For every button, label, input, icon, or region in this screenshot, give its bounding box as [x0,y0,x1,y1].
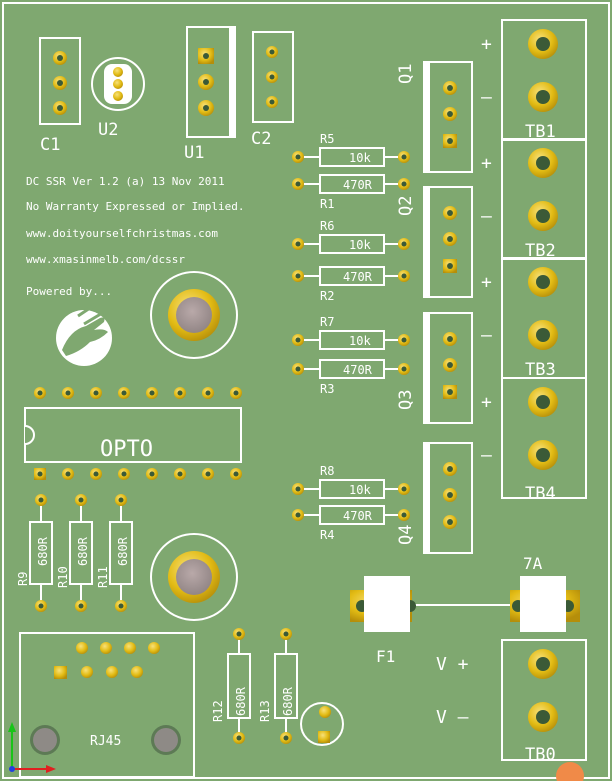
terminal-minus: – [481,87,492,108]
resistor-label: R4 [320,528,334,542]
c1-label: C1 [40,135,60,155]
resistor-label: R6 [320,219,334,233]
q1-label: Q1 [396,64,416,84]
resistor-pair-1: 10k R5 470R R1 [292,132,410,211]
terminal-label: TB0 [525,745,556,765]
r9-value: 680R [36,536,50,566]
r12-value: 680R [234,686,248,716]
terminal-label: TB3 [525,360,556,380]
c2-label: C2 [251,129,271,149]
resistor-label: R7 [320,315,334,329]
rj45-label: RJ45 [90,734,121,749]
fuse-f1: F1 7A [350,554,580,666]
capacitor-c2: C2 [251,31,294,149]
silk-powered-by: Powered by... [26,285,112,298]
powered-by-logo [56,302,112,366]
terminal-plus: + [481,272,492,293]
resistor-value: 10k [349,238,371,252]
silk-version: DC SSR Ver 1.2 (a) 13 Nov 2011 [26,175,225,188]
transistor-q2: Q2 [396,186,473,298]
fuse-rating: 7A [523,554,543,573]
transistor-q1: Q1 [396,61,473,173]
resistor-value: 470R [343,270,373,284]
capacitor-c1: C1 [39,37,81,155]
corner-marker [556,762,584,781]
silk-text-block: DC SSR Ver 1.2 (a) 13 Nov 2011 No Warran… [26,175,245,298]
terminal-label: TB1 [525,122,556,142]
resistor-value: 10k [349,334,371,348]
silk-warranty: No Warranty Expressed or Implied. [26,200,245,213]
rj45-connector: RJ45 [19,632,195,778]
resistor-label: R3 [320,382,334,396]
u2-label: U2 [98,120,118,140]
q2-label: Q2 [396,196,416,216]
resistor-pair-4: 10k R8 470R R4 [292,464,410,542]
mounting-hole-top [150,271,238,359]
r13-label: R13 [258,700,272,722]
resistor-r10: 680R R10 [56,494,93,612]
resistor-value: 470R [343,509,373,523]
r10-value: 680R [76,536,90,566]
r12-label: R12 [211,700,225,722]
transistor-q3: Q3 [396,312,473,424]
q3-label: Q3 [396,390,416,410]
silk-url-2: www.xmasinmelb.com/dcssr [26,253,185,266]
resistor-r9: 680R R9 [16,494,53,612]
resistor-value: 10k [349,151,371,165]
u1-label: U1 [184,143,204,163]
r11-value: 680R [116,536,130,566]
opto-ic: OPTO [24,387,242,480]
terminal-block-tb4: TB4 + – [481,377,587,504]
resistor-label: R1 [320,197,334,211]
opto-label: OPTO [100,437,153,462]
resistor-pair-3: 10k R7 470R R3 [292,315,410,396]
terminal-minus: – [481,445,492,466]
mounting-hole-bottom [150,533,238,621]
r9-label: R9 [16,572,30,586]
resistor-label: R8 [320,464,334,478]
resistor-label: R2 [320,289,334,303]
terminal-block-tb0: TB0 V + V – [436,639,587,765]
terminal-minus: V – [436,707,469,728]
r11-label: R11 [96,566,110,588]
terminal-label: TB4 [525,484,556,504]
terminal-block-tb2: TB2 + – [481,138,587,261]
regulator-u1: U1 [184,26,236,163]
transistor-q4: Q4 [396,442,473,554]
terminal-minus: – [481,206,492,227]
resistor-r12: 680R R12 [211,628,251,744]
r10-label: R10 [56,566,70,588]
resistor-r11: 680R R11 [96,494,133,612]
resistor-value: 10k [349,483,371,497]
terminal-label: TB2 [525,241,556,261]
r13-value: 680R [281,686,295,716]
resistor-label: R5 [320,132,334,146]
resistor-r13: 680R R13 [258,628,298,744]
resistor-pair-2: 10k R6 470R R2 [292,219,410,303]
terminal-plus: + [481,153,492,174]
origin-axes-icon [8,722,56,773]
terminal-minus: – [481,325,492,346]
led [300,702,344,746]
terminal-plus: + [481,34,492,55]
regulator-u2: U2 [91,57,145,140]
terminal-plus: V + [436,654,469,675]
q4-label: Q4 [396,525,416,545]
terminal-plus: + [481,392,492,413]
silk-url-1: www.doityourselfchristmas.com [26,227,218,240]
fuse-label: F1 [376,647,395,666]
resistor-value: 470R [343,363,373,377]
terminal-block-tb1: TB1 + – [481,19,587,142]
resistor-value: 470R [343,178,373,192]
